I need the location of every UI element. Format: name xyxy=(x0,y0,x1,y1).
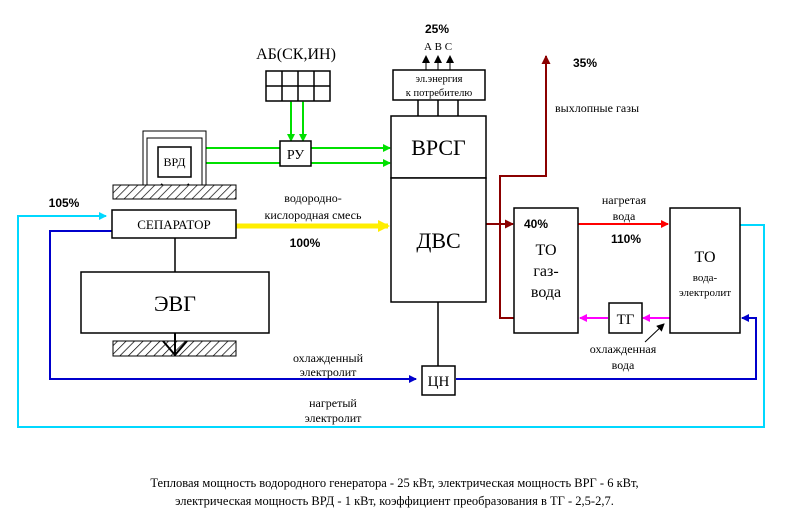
ru-label: РУ xyxy=(287,148,304,163)
consumer-label-line2: к потребителю xyxy=(406,88,473,99)
label-cooled-water-line1: охлажденная xyxy=(590,342,657,356)
label-exhaust: выхлопные газы xyxy=(555,101,639,115)
vrd-label: ВРД xyxy=(164,155,186,169)
label-pct-25: 25% xyxy=(425,22,449,36)
upper-hatched-plate xyxy=(112,184,237,200)
vrd-block xyxy=(157,146,192,178)
cn-label: ЦН xyxy=(428,374,450,390)
to-gas-water-block xyxy=(513,207,579,334)
label-pct-110: 110% xyxy=(611,232,641,246)
to-water-electrolyte-line1: ТО xyxy=(694,249,715,266)
to-water-electrolyte-line2: вода- xyxy=(693,272,718,284)
cooled-electrolyte-line-right xyxy=(456,314,757,380)
label-pct-40: 40% xyxy=(524,217,548,231)
dvs-block xyxy=(390,177,487,303)
vrsg-label: ВРСГ xyxy=(411,135,466,160)
caption-line-2: электрическая мощность ВРД - 1 кВт, коэф… xyxy=(175,494,614,508)
label-heated-electrolyte-line2: электролит xyxy=(305,411,363,425)
exhaust-out-line xyxy=(499,55,551,319)
consumer-label-line1: эл.энергия xyxy=(416,74,463,85)
label-pct-100: 100% xyxy=(290,236,321,250)
evg-label: ЭВГ xyxy=(154,291,196,316)
label-phases: А В С xyxy=(424,41,452,53)
heated-electrolyte-line xyxy=(17,212,765,428)
battery-label: АБ(СК,ИН) xyxy=(256,46,336,63)
label-pct-35: 35% xyxy=(573,56,597,70)
label-cooled-water-line2: вода xyxy=(612,358,635,372)
to-gas-water-line1: ТО xyxy=(535,242,556,259)
label-heated-water-line2: вода xyxy=(613,209,636,223)
evg-down-chevron xyxy=(162,340,188,357)
separator-block xyxy=(111,209,237,239)
battery-grid xyxy=(265,70,331,102)
to-water-electrolyte-block xyxy=(669,207,741,334)
label-cooled-electrolyte-line1: охлажденный xyxy=(293,351,364,365)
cooled-electrolyte-line-left xyxy=(49,230,417,383)
consumer-block xyxy=(392,69,486,101)
vrsg-block xyxy=(390,115,487,179)
label-mixture-line1: водородно- xyxy=(284,191,342,205)
to-gas-water-line2: газ- xyxy=(533,263,558,280)
diagram-caption: Тепловая мощность водородного генератора… xyxy=(0,474,789,510)
label-mixture-line2: кислородная смесь xyxy=(265,208,362,222)
cooled-water-pointer xyxy=(644,323,665,343)
caption-line-1: Тепловая мощность водородного генератора… xyxy=(150,476,639,490)
label-heated-water-line1: нагретая xyxy=(602,193,647,207)
cn-block xyxy=(421,365,456,396)
label-heated-electrolyte-line1: нагретый xyxy=(309,396,357,410)
ru-block xyxy=(279,140,312,167)
tg-block xyxy=(608,302,643,334)
dvs-label: ДВС xyxy=(416,228,460,253)
to-gas-water-line3: вода xyxy=(531,284,561,301)
label-pct-105: 105% xyxy=(49,196,80,210)
to-water-electrolyte-line3: электролит xyxy=(679,287,731,299)
tg-label: ТГ xyxy=(617,312,635,328)
separator-label: СЕПАРАТОР xyxy=(137,217,211,232)
label-cooled-electrolyte-line2: электролит xyxy=(300,365,358,379)
